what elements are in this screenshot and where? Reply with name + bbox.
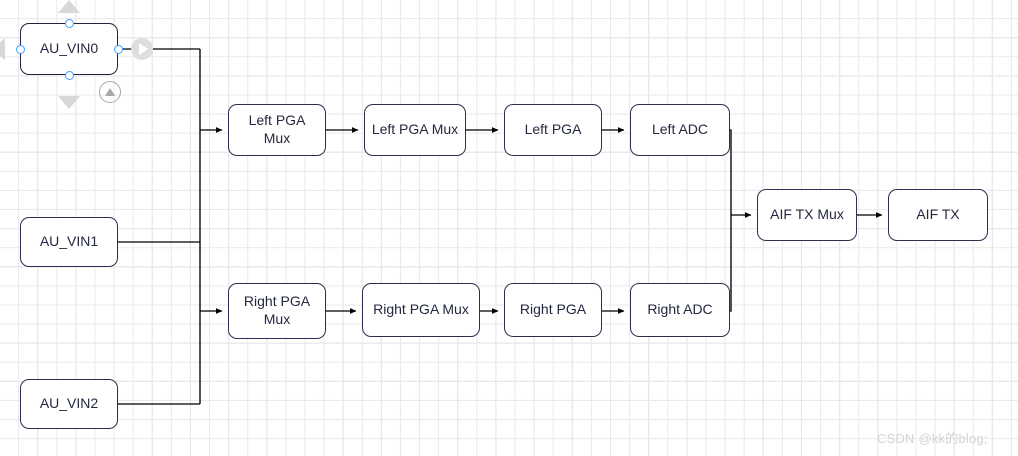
edge-right_adc-to-output-bus[interactable] [730,215,732,312]
node-right_pga_mux_2[interactable]: Right PGA Mux [362,283,480,337]
port-right-handle[interactable] [114,45,123,54]
node-right_pga_mux_1[interactable]: Right PGA Mux [228,283,326,339]
node-left_pga_mux_1[interactable]: Left PGA Mux [228,104,326,156]
node-right_pga[interactable]: Right PGA [504,283,602,337]
quick-add-left-icon[interactable] [0,38,5,60]
node-aif_tx[interactable]: AIF TX [888,189,988,241]
quick-add-right-button[interactable] [131,38,153,60]
node-au_vin0[interactable]: AU_VIN0 [20,23,118,75]
collapse-up-button[interactable] [99,81,121,103]
port-bottom-handle[interactable] [65,71,74,80]
quick-add-down-icon[interactable] [58,96,80,109]
triangle-right-icon [139,43,148,55]
node-left_pga_mux_2[interactable]: Left PGA Mux [364,104,466,156]
port-top-handle[interactable] [65,19,74,28]
port-left-handle[interactable] [16,45,25,54]
csdn-watermark: CSDN @kk的blog; [877,431,988,446]
node-au_vin2[interactable]: AU_VIN2 [20,379,118,429]
node-aif_tx_mux[interactable]: AIF TX Mux [757,189,857,241]
quick-add-up-icon[interactable] [58,0,80,13]
triangle-up-icon [105,88,115,96]
node-left_pga[interactable]: Left PGA [504,104,602,156]
node-left_adc[interactable]: Left ADC [630,104,730,156]
edge-left_adc-to-output-bus[interactable] [730,129,732,215]
node-au_vin1[interactable]: AU_VIN1 [20,217,118,267]
node-right_adc[interactable]: Right ADC [630,283,730,337]
